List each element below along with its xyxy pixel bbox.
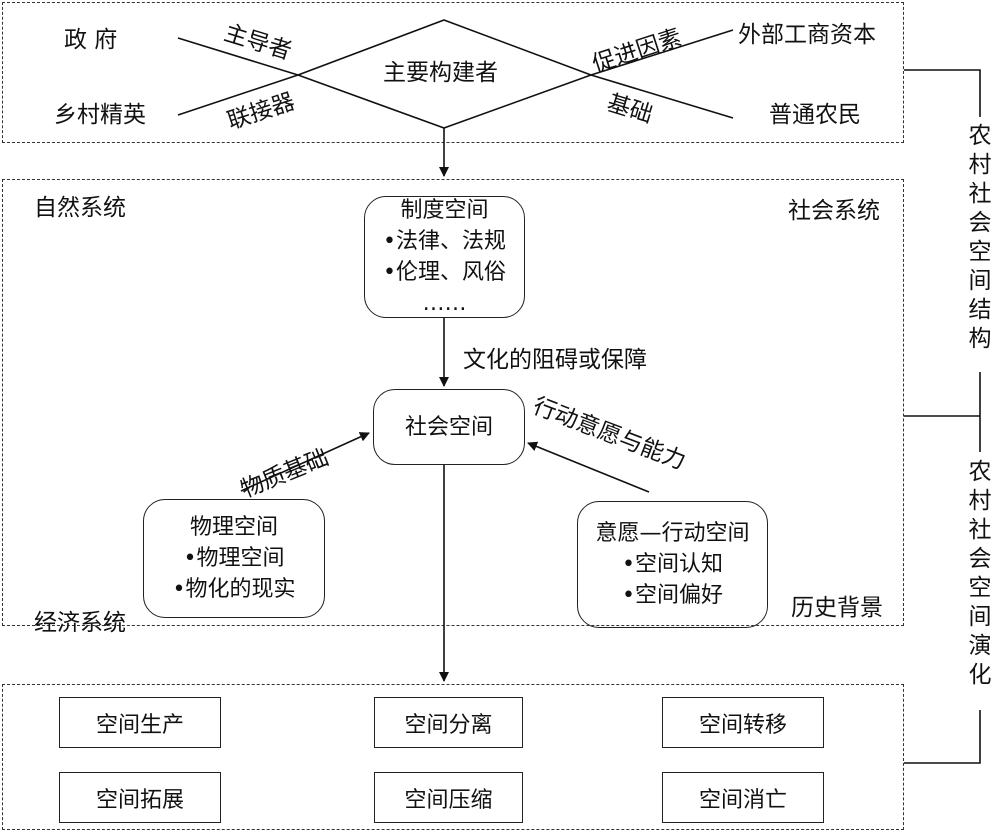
right-bracket bbox=[904, 69, 981, 764]
box-space-transfer: 空间转移 bbox=[662, 697, 824, 748]
willingness-space-title: 意愿—行动空间 bbox=[595, 521, 750, 546]
middle-panel bbox=[2, 179, 904, 626]
side-label-evolution: 农村社会空间演化 bbox=[968, 459, 992, 688]
label-economic-system: 经济系统 bbox=[34, 610, 126, 636]
physical-item-physical: •物理空间 bbox=[183, 546, 285, 571]
label-government: 政 府 bbox=[64, 27, 118, 53]
willingness-item-preference: •空间偏好 bbox=[622, 583, 723, 608]
bottom-panel bbox=[2, 684, 904, 830]
label-ordinary-farmers: 普通农民 bbox=[769, 102, 861, 128]
institutional-ellipsis: …… bbox=[422, 291, 467, 316]
line-government bbox=[177, 37, 299, 76]
label-culture-obstacle: 文化的阻碍或保障 bbox=[463, 347, 647, 373]
box-space-extinction: 空间消亡 bbox=[662, 772, 824, 823]
social-space-title: 社会空间 bbox=[404, 414, 493, 440]
line-elite bbox=[177, 74, 299, 116]
box-space-production: 空间生产 bbox=[59, 697, 221, 748]
physical-item-materialized: •物化的现实 bbox=[172, 577, 296, 602]
top-panel bbox=[2, 2, 904, 143]
line-farmer bbox=[590, 74, 734, 119]
label-main-constructors: 主要构建者 bbox=[383, 60, 498, 86]
line-capital bbox=[590, 29, 734, 76]
institutional-item-law: •法律、法规 bbox=[383, 229, 506, 254]
willingness-item-cognition: •空间认知 bbox=[622, 552, 723, 577]
willingness-action-space-box: 意愿—行动空间 •空间认知 •空间偏好 bbox=[577, 501, 768, 628]
label-social-system: 社会系统 bbox=[788, 198, 880, 224]
institutional-item-ethics: •伦理、风俗 bbox=[383, 260, 506, 285]
label-external-capital: 外部工商资本 bbox=[738, 22, 876, 48]
institutional-space-title: 制度空间 bbox=[400, 198, 489, 223]
box-space-compression: 空间压缩 bbox=[374, 772, 523, 823]
label-natural-system: 自然系统 bbox=[34, 195, 126, 221]
physical-space-box: 物理空间 •物理空间 •物化的现实 bbox=[143, 499, 325, 618]
side-label-structure: 农村社会空间结构 bbox=[968, 123, 992, 352]
arrow-material bbox=[240, 432, 370, 492]
box-space-expansion: 空间拓展 bbox=[59, 772, 221, 823]
institutional-space-box: 制度空间 •法律、法规 •伦理、风俗 …… bbox=[364, 196, 525, 318]
label-village-elite: 乡村精英 bbox=[54, 102, 146, 128]
box-space-separation: 空间分离 bbox=[374, 697, 523, 748]
physical-space-title: 物理空间 bbox=[189, 515, 278, 540]
arrow-willingness bbox=[527, 441, 650, 493]
label-historical-background: 历史背景 bbox=[791, 595, 883, 621]
social-space-box: 社会空间 bbox=[373, 389, 525, 465]
